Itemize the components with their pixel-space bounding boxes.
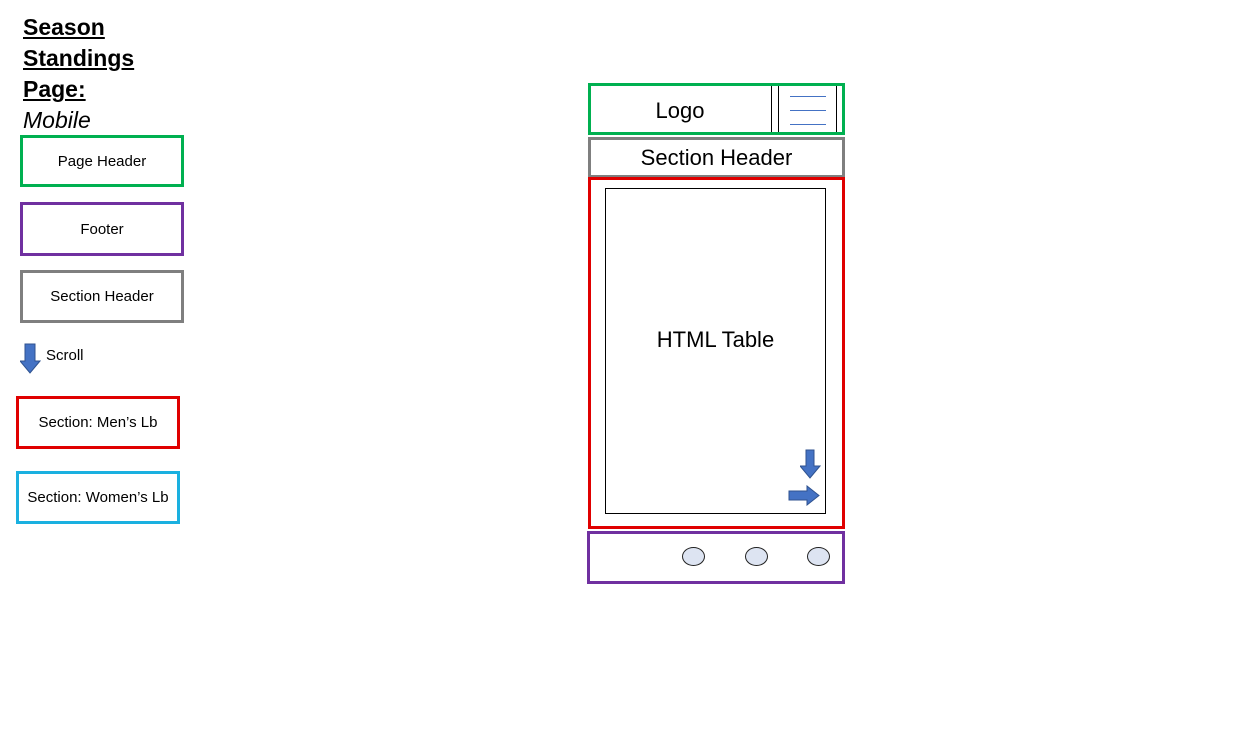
legend-footer: Footer [20,202,184,256]
menu-divider [771,86,772,132]
mockup-section-mens [588,177,845,529]
circle-icon [682,547,705,566]
arrow-down-icon [20,343,41,374]
mockup-html-table: HTML Table [605,188,826,514]
legend-section-header-label: Section Header [50,288,154,305]
page-title: Season Standings Page: [23,12,134,105]
circle-icon [807,547,830,566]
legend-section-header: Section Header [20,270,184,323]
page-subtitle: Mobile [23,107,91,133]
title-line-1: Season [23,14,105,40]
menu-line [790,96,826,97]
arrow-right-icon [788,485,820,506]
legend-section-womens-label: Section: Women’s Lb [27,489,169,506]
mockup-logo: Logo [655,98,705,123]
title-line-2: Standings [23,45,135,71]
legend-section-womens: Section: Women’s Lb [16,471,180,524]
hamburger-menu-icon [778,86,837,132]
mockup-footer [587,531,845,584]
legend-section-mens: Section: Men’s Lb [16,396,180,449]
menu-line [790,110,826,111]
legend-section-mens-label: Section: Men’s Lb [38,414,158,431]
mockup-page-header [588,83,845,135]
legend-footer-label: Footer [80,220,124,238]
legend-page-header: Page Header [20,135,184,187]
title-line-3: Page: [23,76,86,102]
mockup-table-label: HTML Table [656,327,775,352]
legend-scroll-label: Scroll [46,347,84,364]
legend-page-header-label: Page Header [57,152,147,170]
mockup-section-header-label: Section Header [640,144,793,170]
mockup-section-header: Section Header [588,137,845,178]
arrow-down-icon [800,449,821,479]
menu-line [790,124,826,125]
circle-icon [745,547,768,566]
